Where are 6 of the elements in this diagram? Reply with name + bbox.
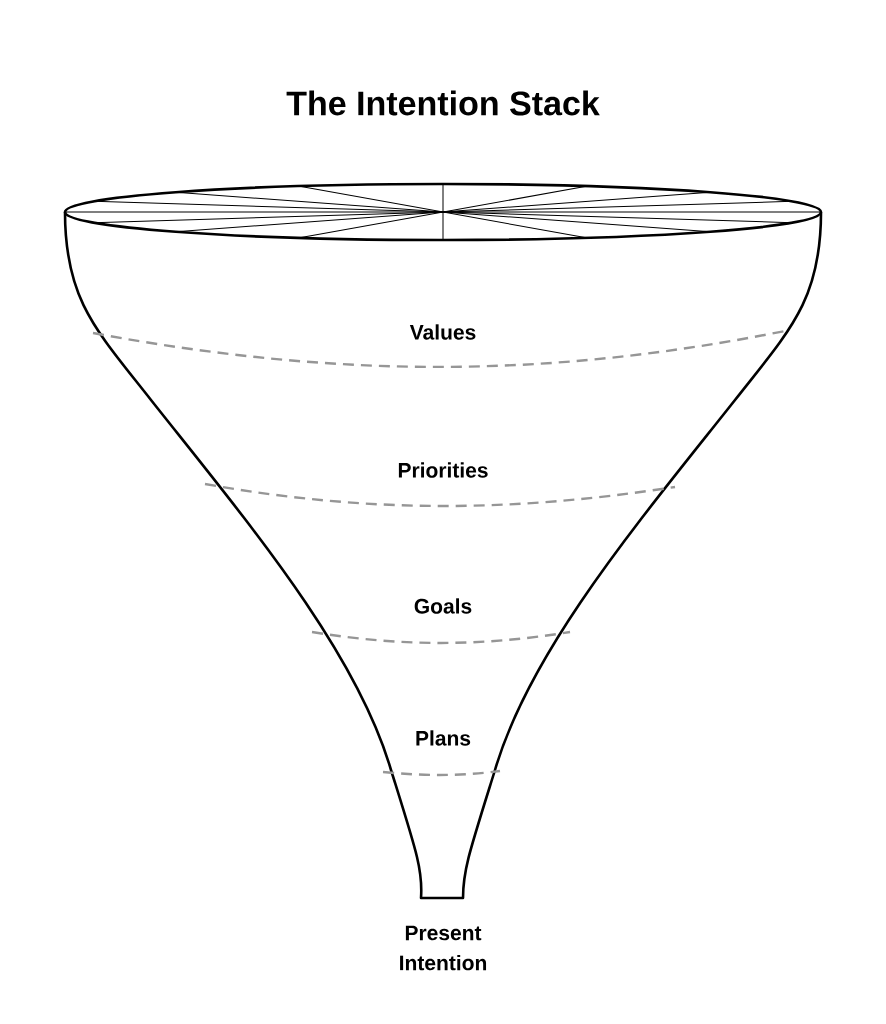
layer-label: Plans <box>416 730 471 746</box>
layer-label: Goals <box>414 598 472 614</box>
title: The Intention Stack <box>286 90 600 116</box>
layer-label: Values <box>409 324 476 340</box>
layer-label: Priorities <box>398 462 488 478</box>
layer-label: Present Intention <box>400 925 487 971</box>
